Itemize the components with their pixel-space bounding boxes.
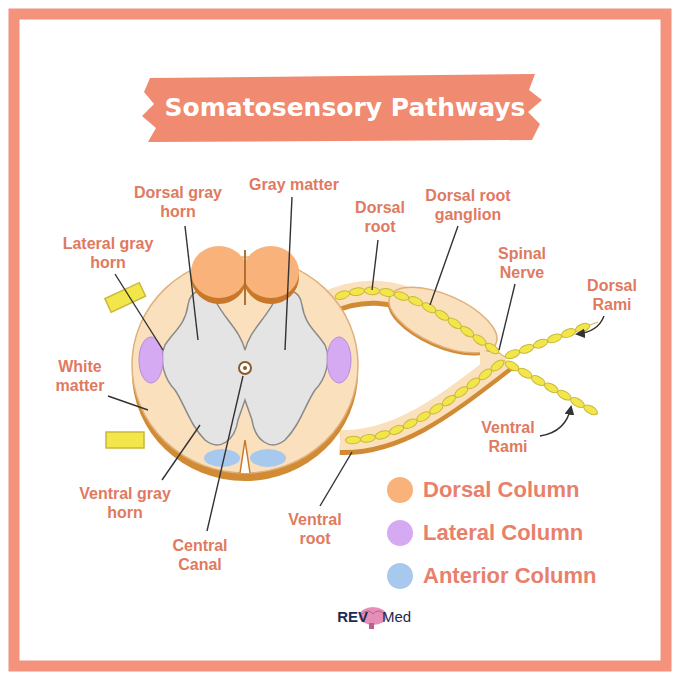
legend-row: Dorsal Column xyxy=(387,477,579,503)
nerve-fibre xyxy=(334,289,351,301)
legend-text: Dorsal Column xyxy=(423,477,579,503)
nerve-stub xyxy=(106,432,144,448)
title: Somatosensory Pathways xyxy=(150,93,540,123)
lateral-column xyxy=(327,337,351,383)
nerve-fibre xyxy=(582,403,599,417)
logo-text: REV xyxy=(318,607,368,626)
nerve-fibre xyxy=(388,424,405,437)
logo-text: Med xyxy=(382,607,426,626)
legend-row: Lateral Column xyxy=(387,520,583,546)
nerve-fibre xyxy=(360,433,376,443)
legend-swatch xyxy=(387,563,413,589)
part-label: Dorsal gray horn xyxy=(128,183,228,221)
nerve-fibre xyxy=(374,429,391,441)
nerve-fibre xyxy=(560,327,577,339)
nerve-fibre xyxy=(518,343,535,355)
dorsal-column xyxy=(191,246,247,298)
nerve-fibres xyxy=(334,287,599,444)
legend-text: Anterior Column xyxy=(423,563,597,589)
part-label: Dorsal root xyxy=(345,198,415,236)
spinal-cord xyxy=(132,246,358,481)
gray-matter xyxy=(162,291,328,445)
part-label: Lateral gray horn xyxy=(53,234,163,272)
part-label: Ventral gray horn xyxy=(66,484,184,522)
nerve-fibre xyxy=(504,348,521,360)
central-canal xyxy=(239,362,251,374)
nerve-fibre xyxy=(546,332,563,344)
nerve-fibre xyxy=(484,341,501,356)
legend-swatch xyxy=(387,477,413,503)
nerve-fibre xyxy=(345,436,360,444)
nerve-fibre xyxy=(402,417,419,431)
legend-swatch xyxy=(387,520,413,546)
part-label: Central Canal xyxy=(162,536,238,574)
nerve-fibre xyxy=(349,287,365,297)
legend-row: Anterior Column xyxy=(387,563,597,589)
frame xyxy=(14,14,666,666)
legend-text: Lateral Column xyxy=(423,520,583,546)
part-label: Ventral Rami xyxy=(469,418,547,456)
nerve-fibre xyxy=(393,290,410,302)
nerve-fibre xyxy=(532,337,549,349)
part-label: Dorsal Rami xyxy=(579,276,645,314)
part-label: White matter xyxy=(44,357,116,395)
title-banner xyxy=(142,74,542,142)
anterior-column xyxy=(250,449,286,467)
dorsal-column xyxy=(243,246,299,298)
part-label: Gray matter xyxy=(234,175,354,194)
part-label: Spinal Nerve xyxy=(487,244,557,282)
nerve-stub xyxy=(105,283,146,313)
part-label: Ventral root xyxy=(277,510,353,548)
leader-lines xyxy=(108,197,604,531)
part-label: Dorsal root ganglion xyxy=(413,186,523,224)
nerve-fibre xyxy=(489,358,506,373)
nerve-fibre xyxy=(379,287,395,297)
nerve-fibre xyxy=(407,295,424,308)
